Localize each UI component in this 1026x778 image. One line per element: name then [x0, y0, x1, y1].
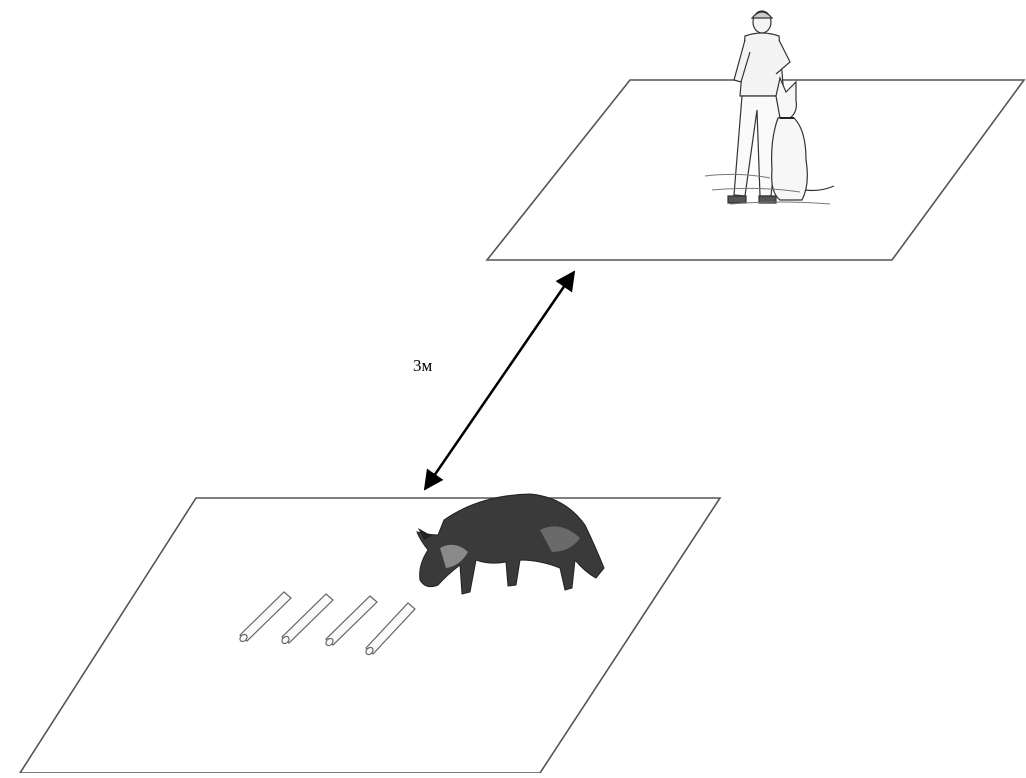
sniffing-dog-icon: [416, 493, 605, 595]
distance-label: 3м: [413, 356, 433, 375]
sample-tube-icon: [281, 593, 334, 645]
sample-tubes: [239, 591, 416, 656]
sample-tube-icon: [325, 595, 378, 647]
lower-platform: [18, 497, 722, 774]
sample-tube-icon: [365, 602, 416, 656]
seated-dog-icon: [771, 76, 835, 201]
upper-platform: [485, 79, 1026, 261]
ground-sketch: [704, 173, 831, 205]
double-arrow-icon: [423, 270, 576, 491]
sample-tube-icon: [239, 591, 292, 643]
handler-icon: [727, 10, 791, 204]
